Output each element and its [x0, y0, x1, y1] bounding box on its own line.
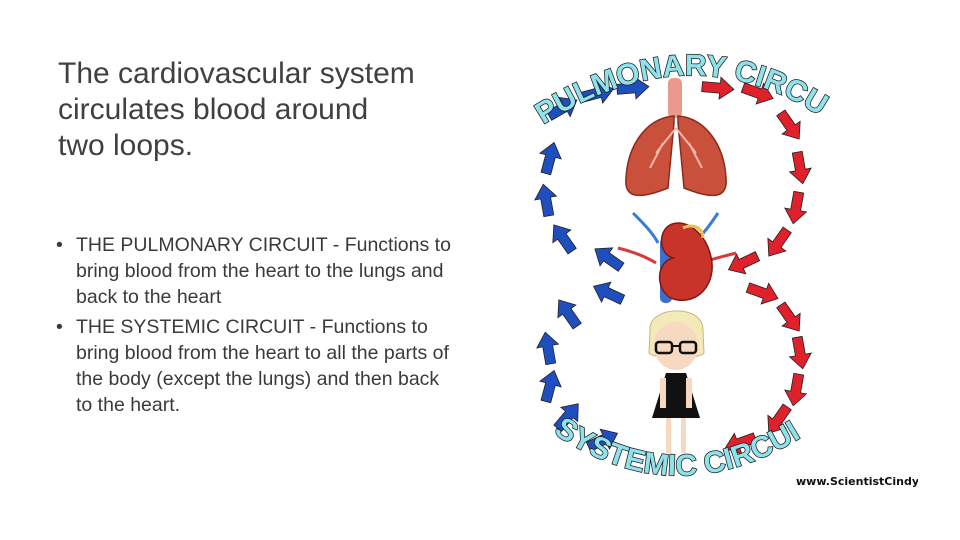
blue-arrow-icon: [557, 299, 582, 330]
person-icon: [648, 310, 705, 453]
red-arrow-icon: [745, 282, 779, 305]
lungs-icon: [625, 78, 727, 197]
red-arrow-icon: [701, 76, 735, 100]
bullet-text: THE PULMONARY CIRCUIT - Functions to bri…: [76, 234, 451, 308]
bullet-dot: •: [56, 316, 63, 338]
slide-title: The cardiovascular system circulates blo…: [58, 57, 415, 162]
systemic-circuit-label: SYSTEMIC CIRCUIT: [478, 48, 805, 483]
red-arrow-icon: [724, 432, 758, 455]
blue-arrow-icon: [536, 331, 560, 366]
blue-arrow-icon: [534, 183, 558, 218]
blue-arrow-icon: [585, 428, 619, 452]
blue-arrow-icon: [538, 141, 562, 176]
blue-arrow-icon: [616, 76, 650, 100]
blue-arrow-icon: [594, 247, 625, 272]
red-arrow-icon: [784, 190, 808, 225]
blue-arrow-icon: [546, 96, 578, 121]
red-arrow-icon: [788, 335, 812, 370]
blue-arrow-icon: [592, 281, 626, 305]
red-arrow-icon: [776, 109, 801, 140]
red-arrow-icon: [788, 150, 812, 185]
bullet-item-systemic: • THE SYSTEMIC CIRCUIT - Functions to br…: [56, 314, 456, 418]
systemic-circuit-text: SYSTEMIC CIRCUIT: [478, 48, 806, 484]
red-arrow-icon: [767, 226, 792, 257]
red-arrow-icon: [727, 251, 761, 275]
red-arrow-icon: [776, 301, 801, 332]
watermark-text: www.ScientistCindy.com: [796, 475, 918, 488]
red-arrow-icon: [784, 372, 808, 407]
flow-arrows: [534, 76, 812, 455]
heart-icon: [617, 211, 737, 303]
blue-arrow-icon: [552, 224, 577, 255]
bullet-item-pulmonary: • THE PULMONARY CIRCUIT - Functions to b…: [56, 232, 456, 310]
blue-arrow-icon: [580, 81, 615, 105]
circulation-figure: PULMONARY CIRCUIT: [478, 48, 918, 490]
red-arrow-icon: [740, 82, 774, 105]
bullet-dot: •: [56, 234, 63, 256]
red-arrow-icon: [767, 403, 792, 434]
bullet-list: • THE PULMONARY CIRCUIT - Functions to b…: [56, 232, 456, 422]
circulation-diagram: PULMONARY CIRCUIT: [478, 48, 918, 488]
bullet-text: THE SYSTEMIC CIRCUIT - Functions to brin…: [76, 316, 449, 416]
blue-arrow-icon: [538, 369, 562, 404]
blue-arrow-icon: [553, 403, 579, 433]
